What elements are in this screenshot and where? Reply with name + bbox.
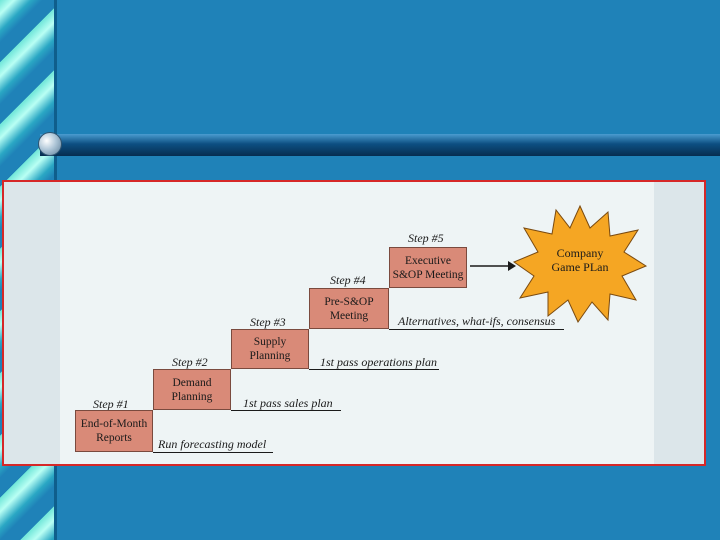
step-1-label: Step #1 [93,397,129,411]
stair-line-2 [231,410,341,411]
outcome-label: Company Game PLan [551,246,609,274]
stair-line-3 [309,369,439,370]
title-bar-rule [40,134,720,156]
step-3-note: 1st pass operations plan [320,355,438,369]
stair-line-4 [389,329,564,330]
step-5-box: Executive S&OP Meeting [389,247,467,288]
step-5-label: Step #5 [408,231,444,245]
step-1-box: End-of-Month Reports [75,410,153,452]
step-3-label: Step #3 [250,315,286,329]
step-4-note: Alternatives, what-ifs, consensus [398,314,556,328]
step-4-label: Step #4 [330,273,366,287]
step-1-note: Run forecasting model [158,437,267,451]
step-2-note: 1st pass sales plan [243,396,333,410]
step-3-box: Supply Planning [231,329,309,369]
arrow-right-icon [470,261,516,271]
starburst-icon [512,204,648,324]
step-2-box: Demand Planning [153,369,231,410]
bar-knob-icon [38,132,62,156]
stair-line-1 [153,452,273,453]
step-2-label: Step #2 [172,355,208,369]
step-4-box: Pre-S&OP Meeting [309,288,389,329]
